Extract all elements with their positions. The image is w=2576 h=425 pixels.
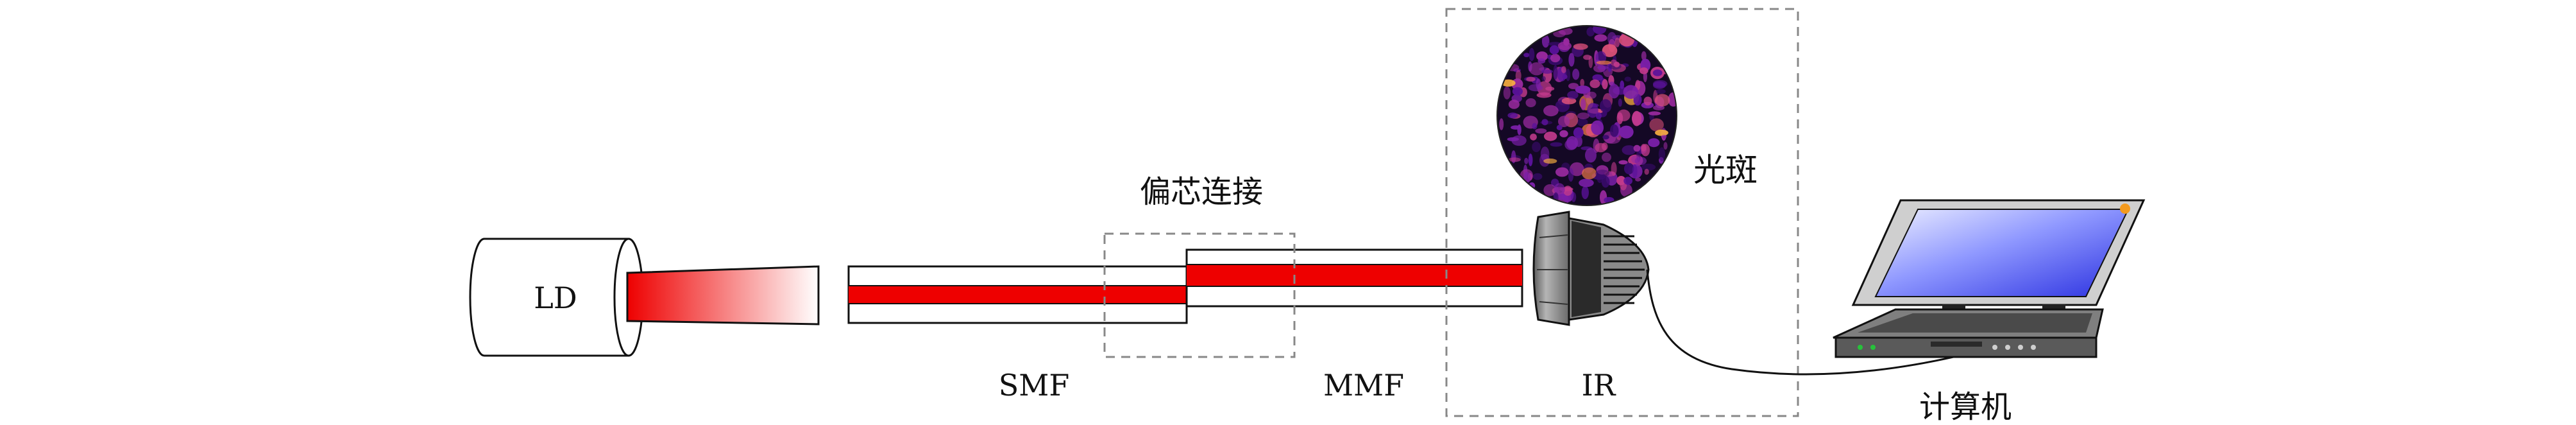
mmf-label: MMF: [1323, 368, 1404, 403]
ld-label: LD: [534, 281, 577, 315]
mmf-fiber: [1185, 248, 1523, 308]
ir-camera-icon: [1532, 211, 1650, 326]
offset-splice-label: 偏芯连接: [1140, 174, 1263, 210]
offset-splice-box: [1103, 232, 1296, 358]
smf-label: SMF: [999, 368, 1070, 403]
laser-beam: [626, 265, 820, 325]
data-cable: [1646, 269, 1957, 376]
speckle-label: 光斑: [1693, 152, 1758, 189]
detection-box: [1445, 8, 1799, 417]
speckle-pattern-icon: [1496, 25, 1677, 206]
smf-fiber: [847, 265, 1188, 324]
ir-label: IR: [1582, 368, 1616, 403]
computer-label: 计算机: [1919, 389, 2012, 425]
laptop-icon: [1833, 199, 2146, 358]
laser-diode-icon: LD: [469, 238, 644, 357]
